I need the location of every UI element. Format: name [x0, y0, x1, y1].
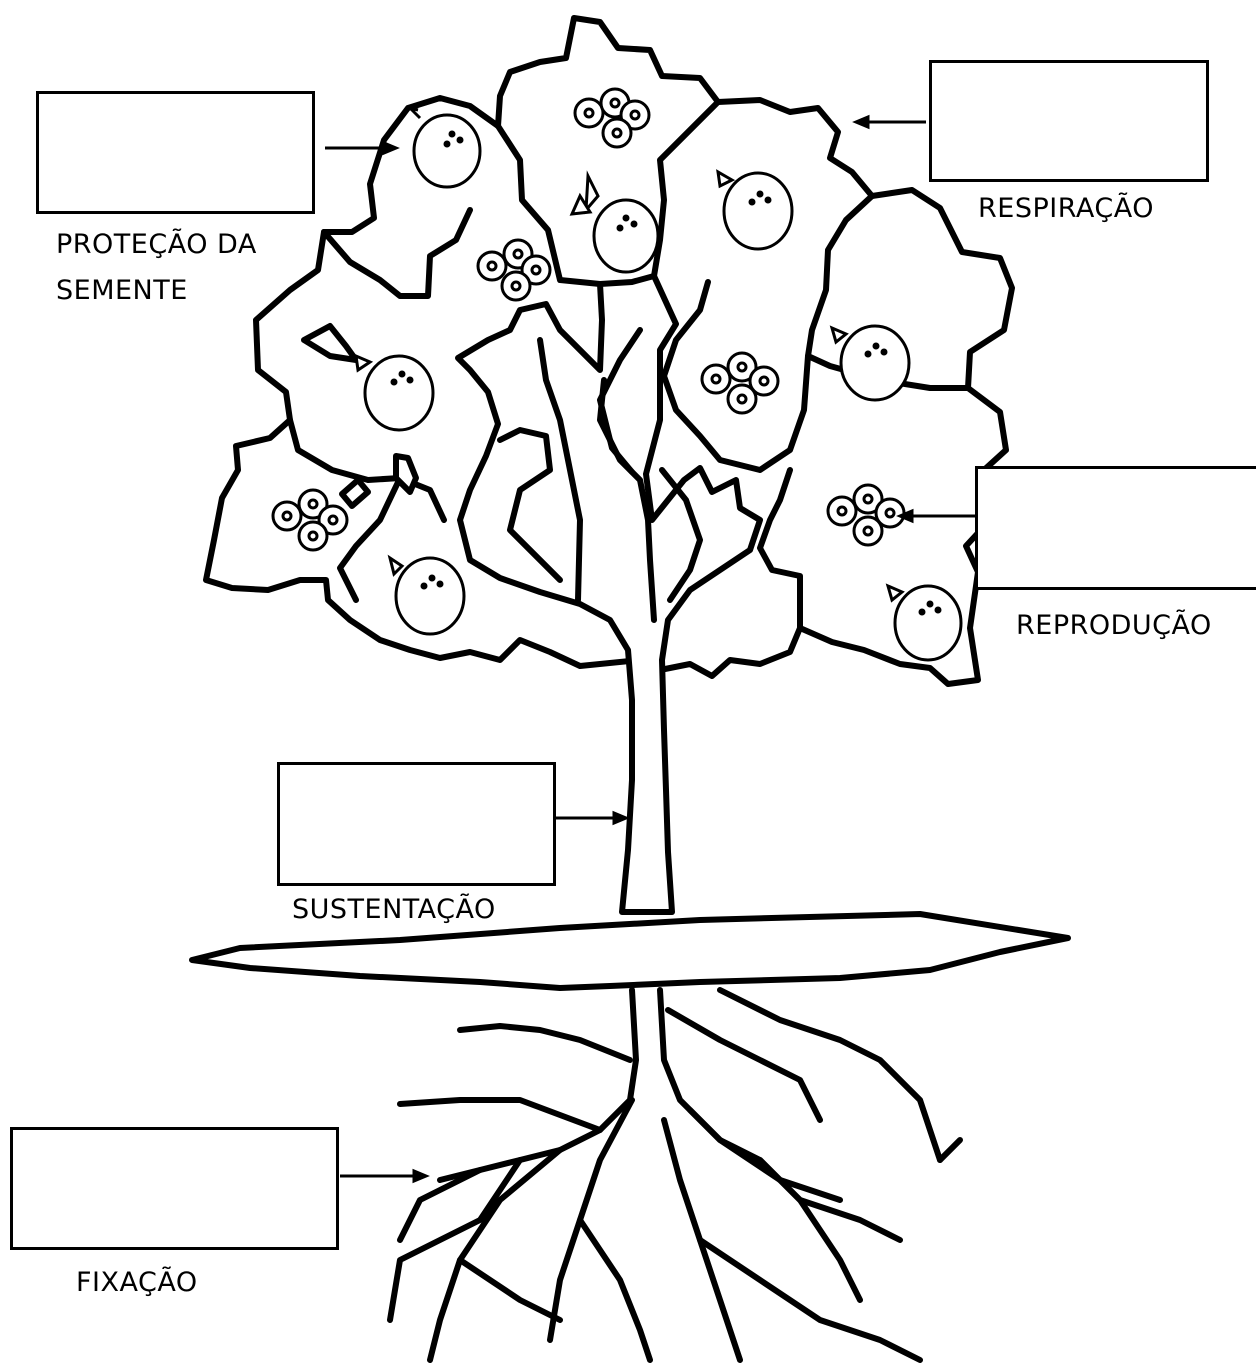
label-fixation: FIXAÇÃO [76, 1260, 198, 1306]
fruit [594, 200, 658, 272]
roots [940, 1140, 960, 1160]
answer-box-respiration[interactable] [929, 60, 1209, 182]
roots [430, 1150, 560, 1360]
arrow-respiration [856, 117, 926, 127]
label-respiration: RESPIRAÇÃO [978, 186, 1154, 232]
roots [460, 1026, 630, 1060]
answer-box-protection[interactable] [36, 91, 315, 214]
answer-box-reproduction[interactable] [975, 466, 1256, 590]
label-protection-line1: PROTEÇÃO DA [56, 222, 257, 268]
roots [720, 990, 940, 1160]
roots [690, 1110, 840, 1200]
answer-box-support[interactable] [277, 762, 556, 886]
arrow-protection [325, 143, 396, 153]
arrow-fixation [340, 1171, 426, 1181]
arrow-support [555, 813, 626, 823]
label-protection-line2: SEMENTE [56, 268, 188, 314]
roots [460, 1260, 560, 1320]
roots [760, 1160, 900, 1240]
answer-box-fixation[interactable] [10, 1127, 339, 1250]
label-reproduction: REPRODUÇÃO [1016, 603, 1212, 649]
roots [400, 1100, 600, 1130]
roots [580, 1220, 650, 1360]
label-support: SUSTENTAÇÃO [292, 887, 496, 933]
